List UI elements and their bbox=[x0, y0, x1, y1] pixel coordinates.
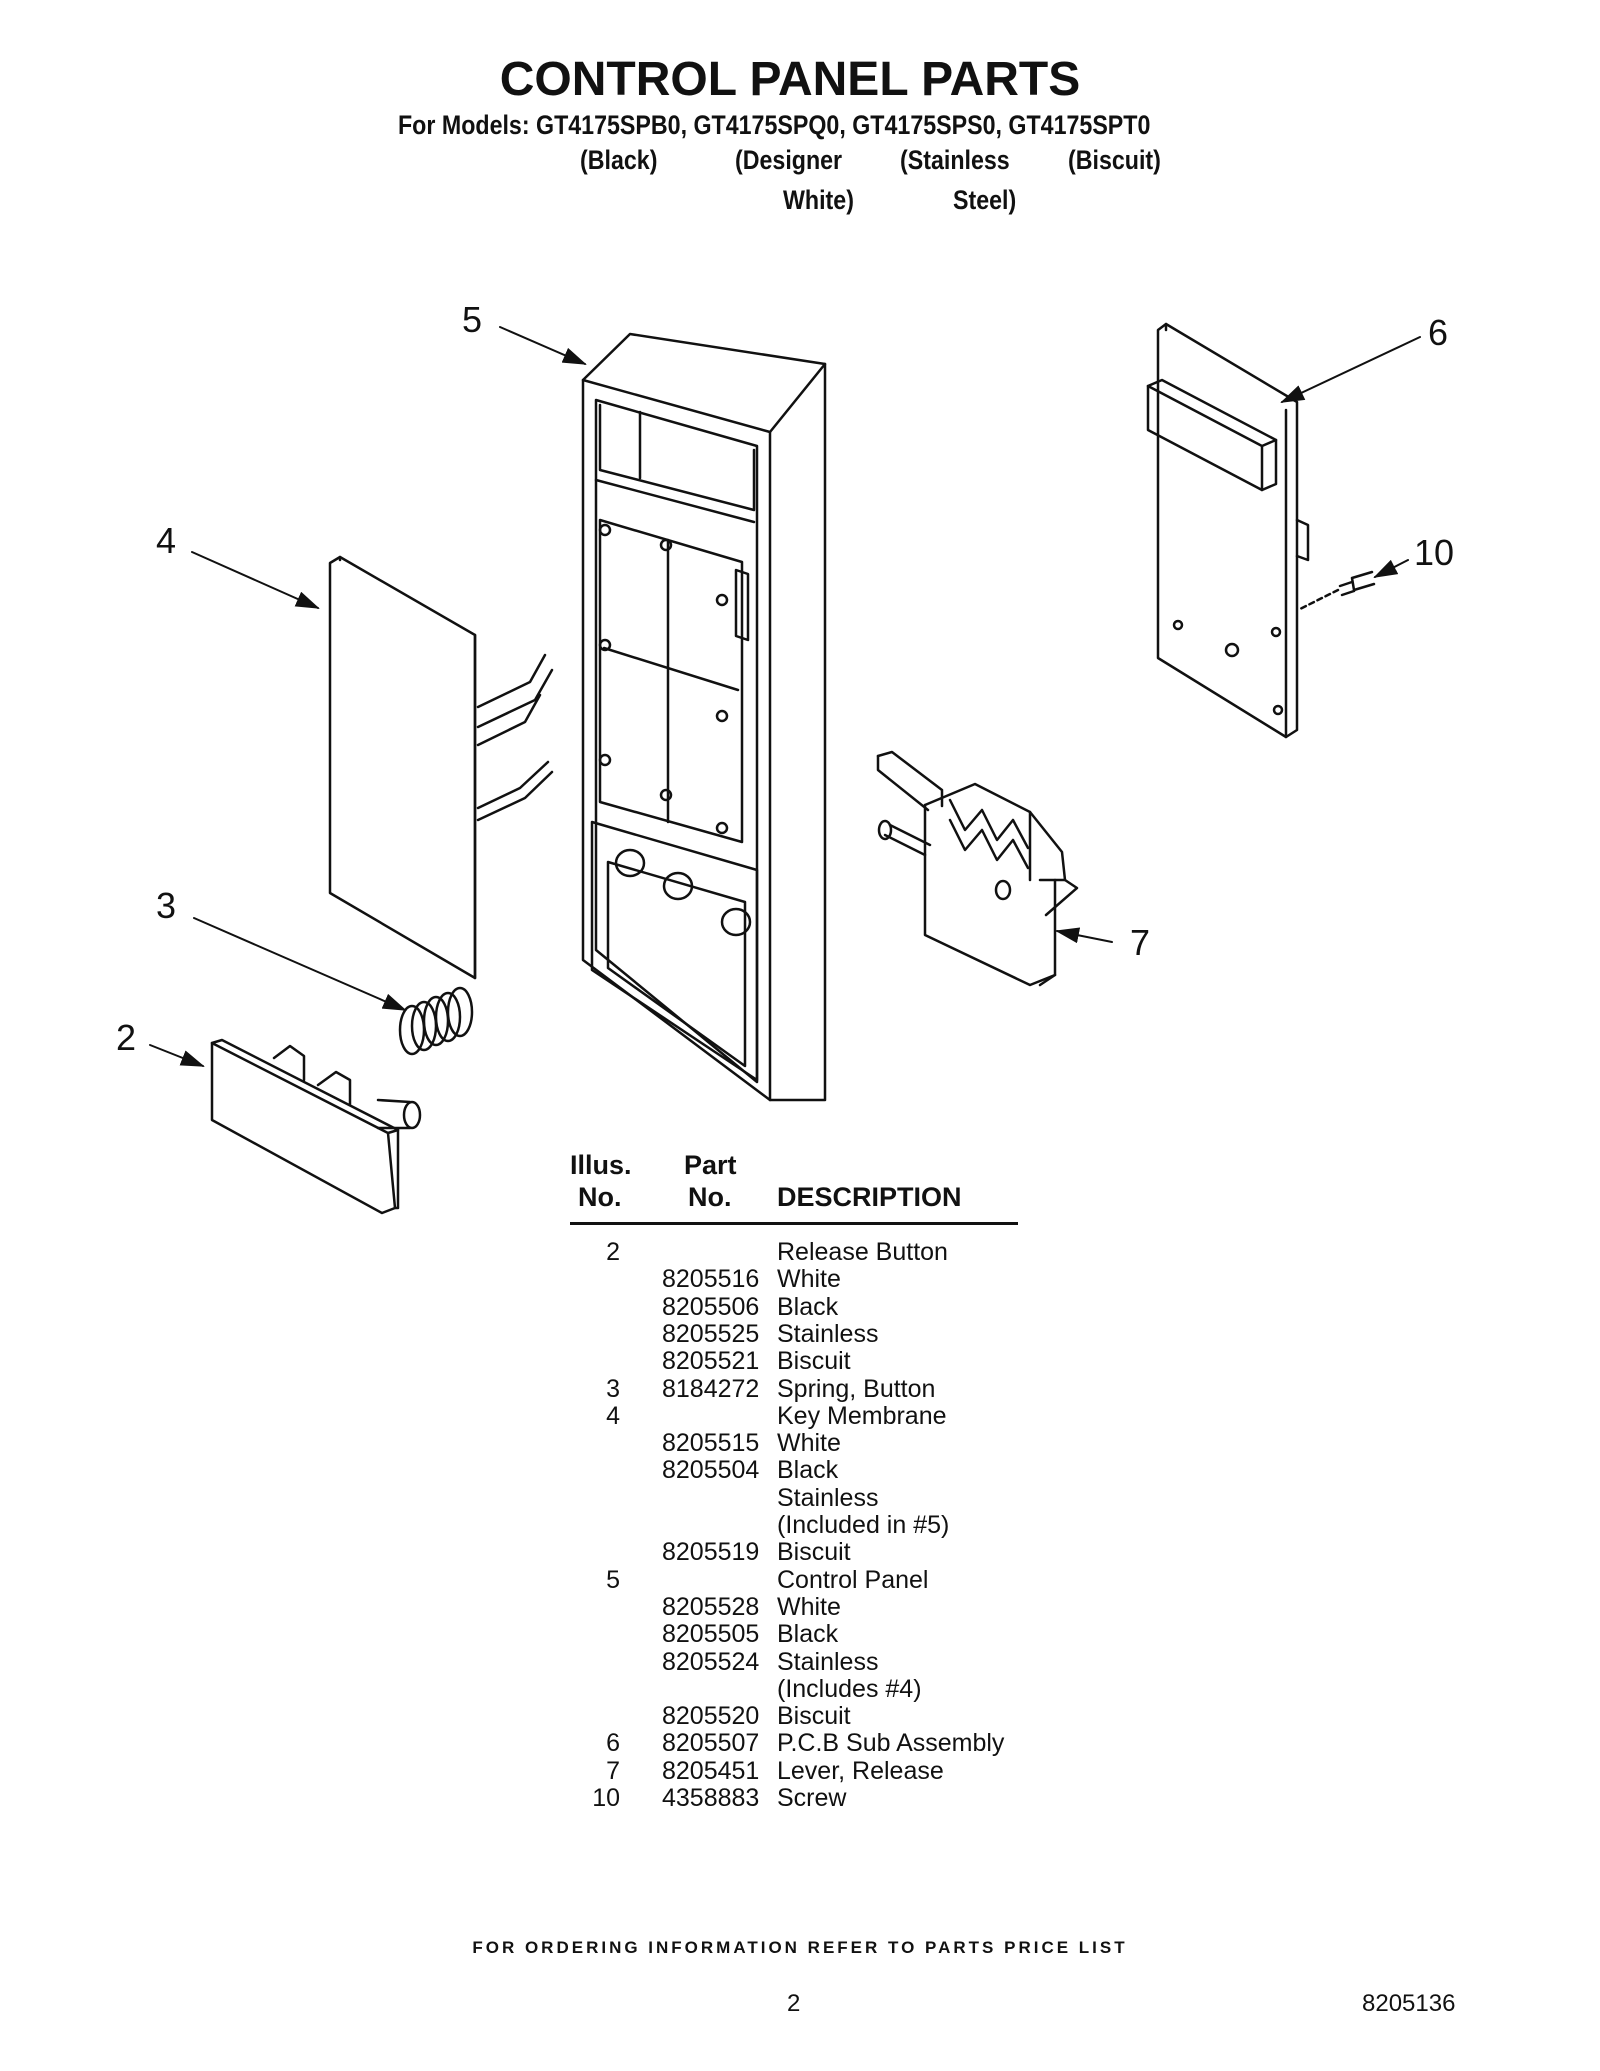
description-cell: P.C.B Sub Assembly bbox=[777, 1729, 1005, 1758]
illus-cell: 5 bbox=[606, 1565, 620, 1594]
variant-stainless: (Stainless bbox=[900, 145, 1010, 175]
variant-designer: (Designer bbox=[735, 145, 843, 175]
header-illus: Illus. bbox=[570, 1150, 632, 1180]
description-cell: Screw bbox=[777, 1784, 847, 1812]
part-number-cell: 8205528 bbox=[662, 1592, 760, 1621]
release-lever-part bbox=[876, 750, 1079, 987]
illus-cell: 10 bbox=[592, 1784, 620, 1812]
part-number-cell: 8205519 bbox=[662, 1538, 760, 1567]
description-cell: White bbox=[777, 1429, 841, 1458]
description-cell: Black bbox=[777, 1620, 839, 1649]
description-cell: Black bbox=[777, 1456, 839, 1485]
description-cell: Biscuit bbox=[777, 1347, 851, 1376]
control-panel-part bbox=[581, 332, 827, 1102]
models-line: For Models: GT4175SPB0, GT4175SPQ0, GT41… bbox=[398, 110, 1151, 140]
header-illus-no: No. bbox=[578, 1182, 622, 1212]
part-number-cell: 8205520 bbox=[662, 1702, 760, 1731]
screw-part bbox=[1296, 570, 1376, 612]
page-title: CONTROL PANEL PARTS bbox=[499, 53, 1081, 106]
header-part: Part bbox=[684, 1150, 737, 1180]
part-number-cell: 8205451 bbox=[662, 1756, 760, 1785]
part-number-cell: 8205515 bbox=[662, 1429, 760, 1458]
part-number-cell: 8205516 bbox=[662, 1265, 760, 1294]
exploded-parts-diagram: 5 6 4 10 3 7 2 bbox=[116, 299, 1454, 1215]
description-cell: (Included in #5) bbox=[777, 1511, 950, 1539]
description-cell: Spring, Button bbox=[777, 1374, 936, 1403]
part-number-cell: 8184272 bbox=[662, 1374, 760, 1403]
part-number-cell: 8205504 bbox=[662, 1456, 760, 1485]
callout-4: 4 bbox=[156, 520, 176, 561]
part-number-cell: 8205525 bbox=[662, 1319, 760, 1348]
description-cell: (Includes #4) bbox=[777, 1674, 922, 1703]
illus-cell: 2 bbox=[606, 1238, 620, 1266]
header-part-no: No. bbox=[688, 1182, 732, 1212]
part-number-cell: 8205506 bbox=[662, 1292, 760, 1321]
description-cell: Stainless bbox=[777, 1647, 879, 1676]
part-number-cell: 8205521 bbox=[662, 1347, 760, 1376]
illus-cell: 6 bbox=[606, 1729, 620, 1758]
table-header-rule bbox=[570, 1222, 1018, 1225]
ordering-note: FOR ORDERING INFORMATION REFER TO PARTS … bbox=[472, 1938, 1128, 1957]
callout-6: 6 bbox=[1428, 312, 1448, 353]
illus-cell: 4 bbox=[606, 1401, 620, 1430]
callout-3: 3 bbox=[156, 885, 176, 926]
callout-2: 2 bbox=[116, 1017, 136, 1058]
description-cell: Stainless bbox=[777, 1483, 879, 1512]
release-button-part bbox=[210, 1038, 422, 1215]
variant-white: White) bbox=[783, 185, 854, 215]
illus-cell: 3 bbox=[606, 1374, 620, 1403]
variant-biscuit: (Biscuit) bbox=[1068, 145, 1161, 175]
variant-steel: Steel) bbox=[953, 185, 1017, 215]
description-cell: Biscuit bbox=[777, 1702, 851, 1731]
description-cell: Control Panel bbox=[777, 1565, 929, 1594]
description-cell: White bbox=[777, 1265, 841, 1294]
spring-part bbox=[398, 986, 474, 1056]
leader-lines bbox=[149, 326, 1421, 1067]
key-membrane-part bbox=[328, 555, 554, 980]
description-cell: Key Membrane bbox=[777, 1401, 947, 1430]
description-cell: Biscuit bbox=[777, 1538, 851, 1567]
illus-cell: 7 bbox=[606, 1756, 620, 1785]
part-number-cell: 8205524 bbox=[662, 1647, 760, 1676]
description-cell: Release Button bbox=[777, 1238, 948, 1266]
callout-7: 7 bbox=[1130, 922, 1150, 963]
description-cell: White bbox=[777, 1592, 841, 1621]
document-number: 8205136 bbox=[1362, 1990, 1456, 2017]
variant-black: (Black) bbox=[580, 145, 658, 175]
callout-5: 5 bbox=[462, 299, 482, 340]
description-cell: Lever, Release bbox=[777, 1756, 944, 1785]
header-description: DESCRIPTION bbox=[777, 1182, 962, 1212]
part-number-cell: 8205505 bbox=[662, 1620, 760, 1649]
pcb-sub-assembly-part bbox=[1146, 322, 1310, 739]
callout-10: 10 bbox=[1414, 532, 1454, 573]
part-number-cell: 8205507 bbox=[662, 1729, 760, 1758]
description-cell: Stainless bbox=[777, 1319, 879, 1348]
page-number: 2 bbox=[787, 1990, 801, 2017]
part-number-cell: 4358883 bbox=[662, 1784, 760, 1812]
description-cell: Black bbox=[777, 1292, 839, 1321]
